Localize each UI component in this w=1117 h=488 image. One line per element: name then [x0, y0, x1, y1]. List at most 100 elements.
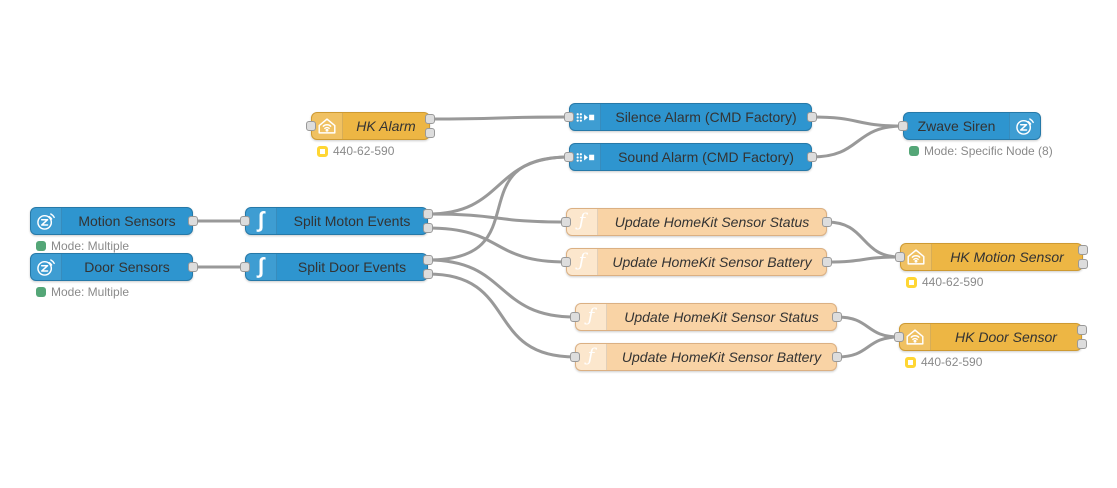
- input-port[interactable]: [561, 257, 571, 267]
- wire-update-status-door-to-hk-door-sensor[interactable]: [835, 315, 901, 339]
- output-port[interactable]: [425, 114, 435, 124]
- hk-alarm-node[interactable]: HK Alarm: [311, 112, 430, 140]
- output-port[interactable]: [822, 257, 832, 267]
- sound-alarm-node[interactable]: Sound Alarm (CMD Factory): [569, 143, 812, 171]
- update-battery-door-node[interactable]: ƒ Update HomeKit Sensor Battery: [575, 343, 837, 371]
- node-status: 440-62-590: [317, 144, 394, 158]
- node-label: Update HomeKit Sensor Battery: [621, 349, 822, 365]
- door-sensors-node[interactable]: Door Sensors: [30, 253, 193, 281]
- output-port[interactable]: [1078, 259, 1088, 269]
- switch-icon: ∫: [246, 208, 277, 234]
- wire-silence-alarm-to-zwave-siren[interactable]: [810, 115, 905, 128]
- wire-sound-alarm-to-zwave-siren[interactable]: [810, 124, 905, 159]
- output-port[interactable]: [423, 209, 433, 219]
- motion-sensors-node[interactable]: Motion Sensors: [30, 207, 193, 235]
- output-port[interactable]: [822, 217, 832, 227]
- status-text: 440-62-590: [922, 275, 984, 289]
- status-dot-icon: [36, 241, 46, 251]
- wire-update-battery-door-to-hk-door-sensor[interactable]: [835, 335, 901, 359]
- update-status-motion-node[interactable]: ƒ Update HomeKit Sensor Status: [566, 208, 827, 236]
- node-label: Motion Sensors: [78, 213, 176, 229]
- input-port[interactable]: [895, 252, 905, 262]
- node-label: HK Alarm: [356, 118, 416, 134]
- cmd-factory-icon: [570, 104, 601, 130]
- function-icon: ƒ: [576, 304, 607, 330]
- input-port[interactable]: [240, 262, 250, 272]
- input-port[interactable]: [570, 352, 580, 362]
- node-label: Split Door Events: [297, 259, 407, 275]
- input-port[interactable]: [306, 121, 316, 131]
- node-status: 440-62-590: [906, 275, 983, 289]
- node-label: Split Moton Events: [293, 213, 411, 229]
- wire-split-door-events-to-sound-alarm[interactable]: [426, 155, 571, 262]
- wire-split-moton-events-to-update-battery-motion[interactable]: [426, 226, 568, 264]
- node-status: Mode: Multiple: [36, 239, 129, 253]
- node-status: Mode: Multiple: [36, 285, 129, 299]
- output-port[interactable]: [188, 262, 198, 272]
- wire-split-door-events-to-update-battery-door[interactable]: [426, 272, 577, 359]
- cmd-factory-icon: [570, 144, 601, 170]
- input-port[interactable]: [240, 216, 250, 226]
- output-port[interactable]: [423, 255, 433, 265]
- output-port[interactable]: [832, 312, 842, 322]
- node-label: Update HomeKit Sensor Battery: [612, 254, 812, 270]
- status-ring-icon: [906, 276, 917, 288]
- zwave-icon: [31, 208, 62, 234]
- node-status: Mode: Specific Node (8): [909, 144, 1053, 158]
- node-label: Silence Alarm (CMD Factory): [615, 109, 797, 125]
- output-port[interactable]: [807, 112, 817, 122]
- status-text: 440-62-590: [333, 144, 395, 158]
- status-ring-icon: [905, 356, 916, 368]
- input-port[interactable]: [898, 121, 908, 131]
- status-ring-icon: [317, 145, 328, 157]
- status-text: 440-62-590: [921, 355, 983, 369]
- hk-door-sensor-node[interactable]: HK Door Sensor: [899, 323, 1082, 351]
- homekit-icon: [900, 324, 931, 350]
- zwave-siren-node[interactable]: Zwave Siren: [903, 112, 1041, 140]
- input-port[interactable]: [564, 152, 574, 162]
- wire-update-status-motion-to-hk-motion-sensor[interactable]: [825, 220, 902, 259]
- output-port[interactable]: [1078, 245, 1088, 255]
- input-port[interactable]: [564, 112, 574, 122]
- zwave-icon: [1009, 113, 1040, 139]
- hk-motion-sensor-node[interactable]: HK Motion Sensor: [900, 243, 1083, 271]
- wire-update-battery-motion-to-hk-motion-sensor[interactable]: [825, 255, 902, 264]
- update-battery-motion-node[interactable]: ƒ Update HomeKit Sensor Battery: [566, 248, 827, 276]
- output-port[interactable]: [423, 269, 433, 279]
- node-label: Zwave Siren: [917, 118, 996, 134]
- input-port[interactable]: [894, 332, 904, 342]
- zwave-icon: [31, 254, 62, 280]
- status-dot-icon: [909, 146, 919, 156]
- status-dot-icon: [36, 287, 46, 297]
- silence-alarm-node[interactable]: Silence Alarm (CMD Factory): [569, 103, 812, 131]
- homekit-icon: [312, 113, 343, 139]
- output-port[interactable]: [1077, 339, 1087, 349]
- function-icon: ƒ: [567, 209, 598, 235]
- wire-split-moton-events-to-update-status-motion[interactable]: [426, 212, 568, 224]
- output-port[interactable]: [188, 216, 198, 226]
- output-port[interactable]: [423, 223, 433, 233]
- output-port[interactable]: [832, 352, 842, 362]
- input-port[interactable]: [570, 312, 580, 322]
- output-port[interactable]: [807, 152, 817, 162]
- node-label: Sound Alarm (CMD Factory): [618, 149, 794, 165]
- function-icon: ƒ: [567, 249, 598, 275]
- split-moton-events-node[interactable]: ∫ Split Moton Events: [245, 207, 428, 235]
- homekit-icon: [901, 244, 932, 270]
- node-label: Update HomeKit Sensor Status: [614, 214, 810, 230]
- update-status-door-node[interactable]: ƒ Update HomeKit Sensor Status: [575, 303, 837, 331]
- node-label: Door Sensors: [84, 259, 170, 275]
- function-icon: ƒ: [576, 344, 607, 370]
- wire-split-door-events-to-update-status-door[interactable]: [426, 258, 577, 319]
- input-port[interactable]: [561, 217, 571, 227]
- node-label: HK Door Sensor: [955, 329, 1057, 345]
- switch-icon: ∫: [246, 254, 277, 280]
- node-label: Update HomeKit Sensor Status: [624, 309, 819, 325]
- output-port[interactable]: [1077, 325, 1087, 335]
- output-port[interactable]: [425, 128, 435, 138]
- split-door-events-node[interactable]: ∫ Split Door Events: [245, 253, 428, 281]
- wire-hk-alarm-to-silence-alarm[interactable]: [428, 115, 571, 121]
